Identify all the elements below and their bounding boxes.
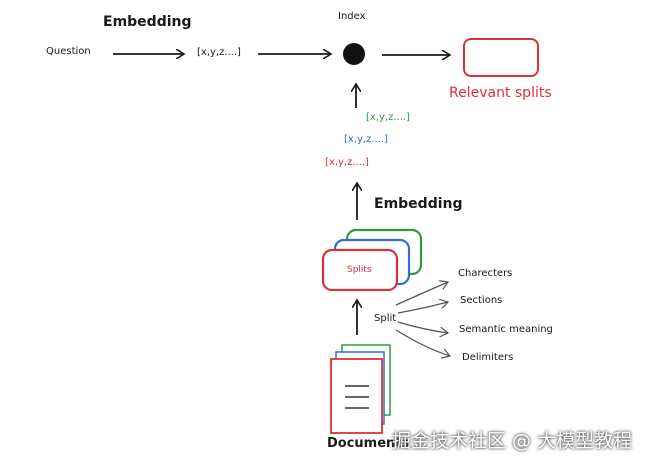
document-page-red: [330, 358, 383, 434]
vector-label-top: [x,y,z....]: [197, 47, 241, 58]
index-node: [343, 43, 365, 65]
question-label: Question: [46, 46, 91, 57]
splits-label: Splits: [347, 265, 372, 275]
split-type-delimiters: Delimiters: [462, 352, 514, 363]
relevant-splits-box: [463, 38, 539, 77]
arrow-to-sections: [397, 302, 448, 314]
vector-label-red: [x,y,z....]: [325, 157, 369, 168]
watermark: 掘金技术社区 @ 大模型教程: [392, 430, 633, 452]
embedding-label-middle: Embedding: [374, 196, 463, 212]
split-type-semantic: Semantic meaning: [459, 324, 553, 335]
split-type-charecters: Charecters: [458, 268, 513, 279]
vector-label-blue: [x,y,z....]: [344, 134, 388, 145]
split-type-sections: Sections: [460, 295, 503, 306]
split-label: Split: [374, 313, 397, 324]
index-label: Index: [338, 11, 366, 22]
arrow-to-delimiters: [395, 329, 450, 356]
vector-label-green: [x,y,z....]: [366, 112, 410, 123]
arrow-to-charecters: [395, 282, 448, 306]
split-card-red: [321, 248, 399, 292]
arrow-to-semantic: [397, 321, 448, 333]
relevant-splits-label: Relevant splits: [449, 85, 552, 101]
documents-label: Documents: [327, 436, 410, 451]
embedding-label-top: Embedding: [103, 14, 192, 30]
